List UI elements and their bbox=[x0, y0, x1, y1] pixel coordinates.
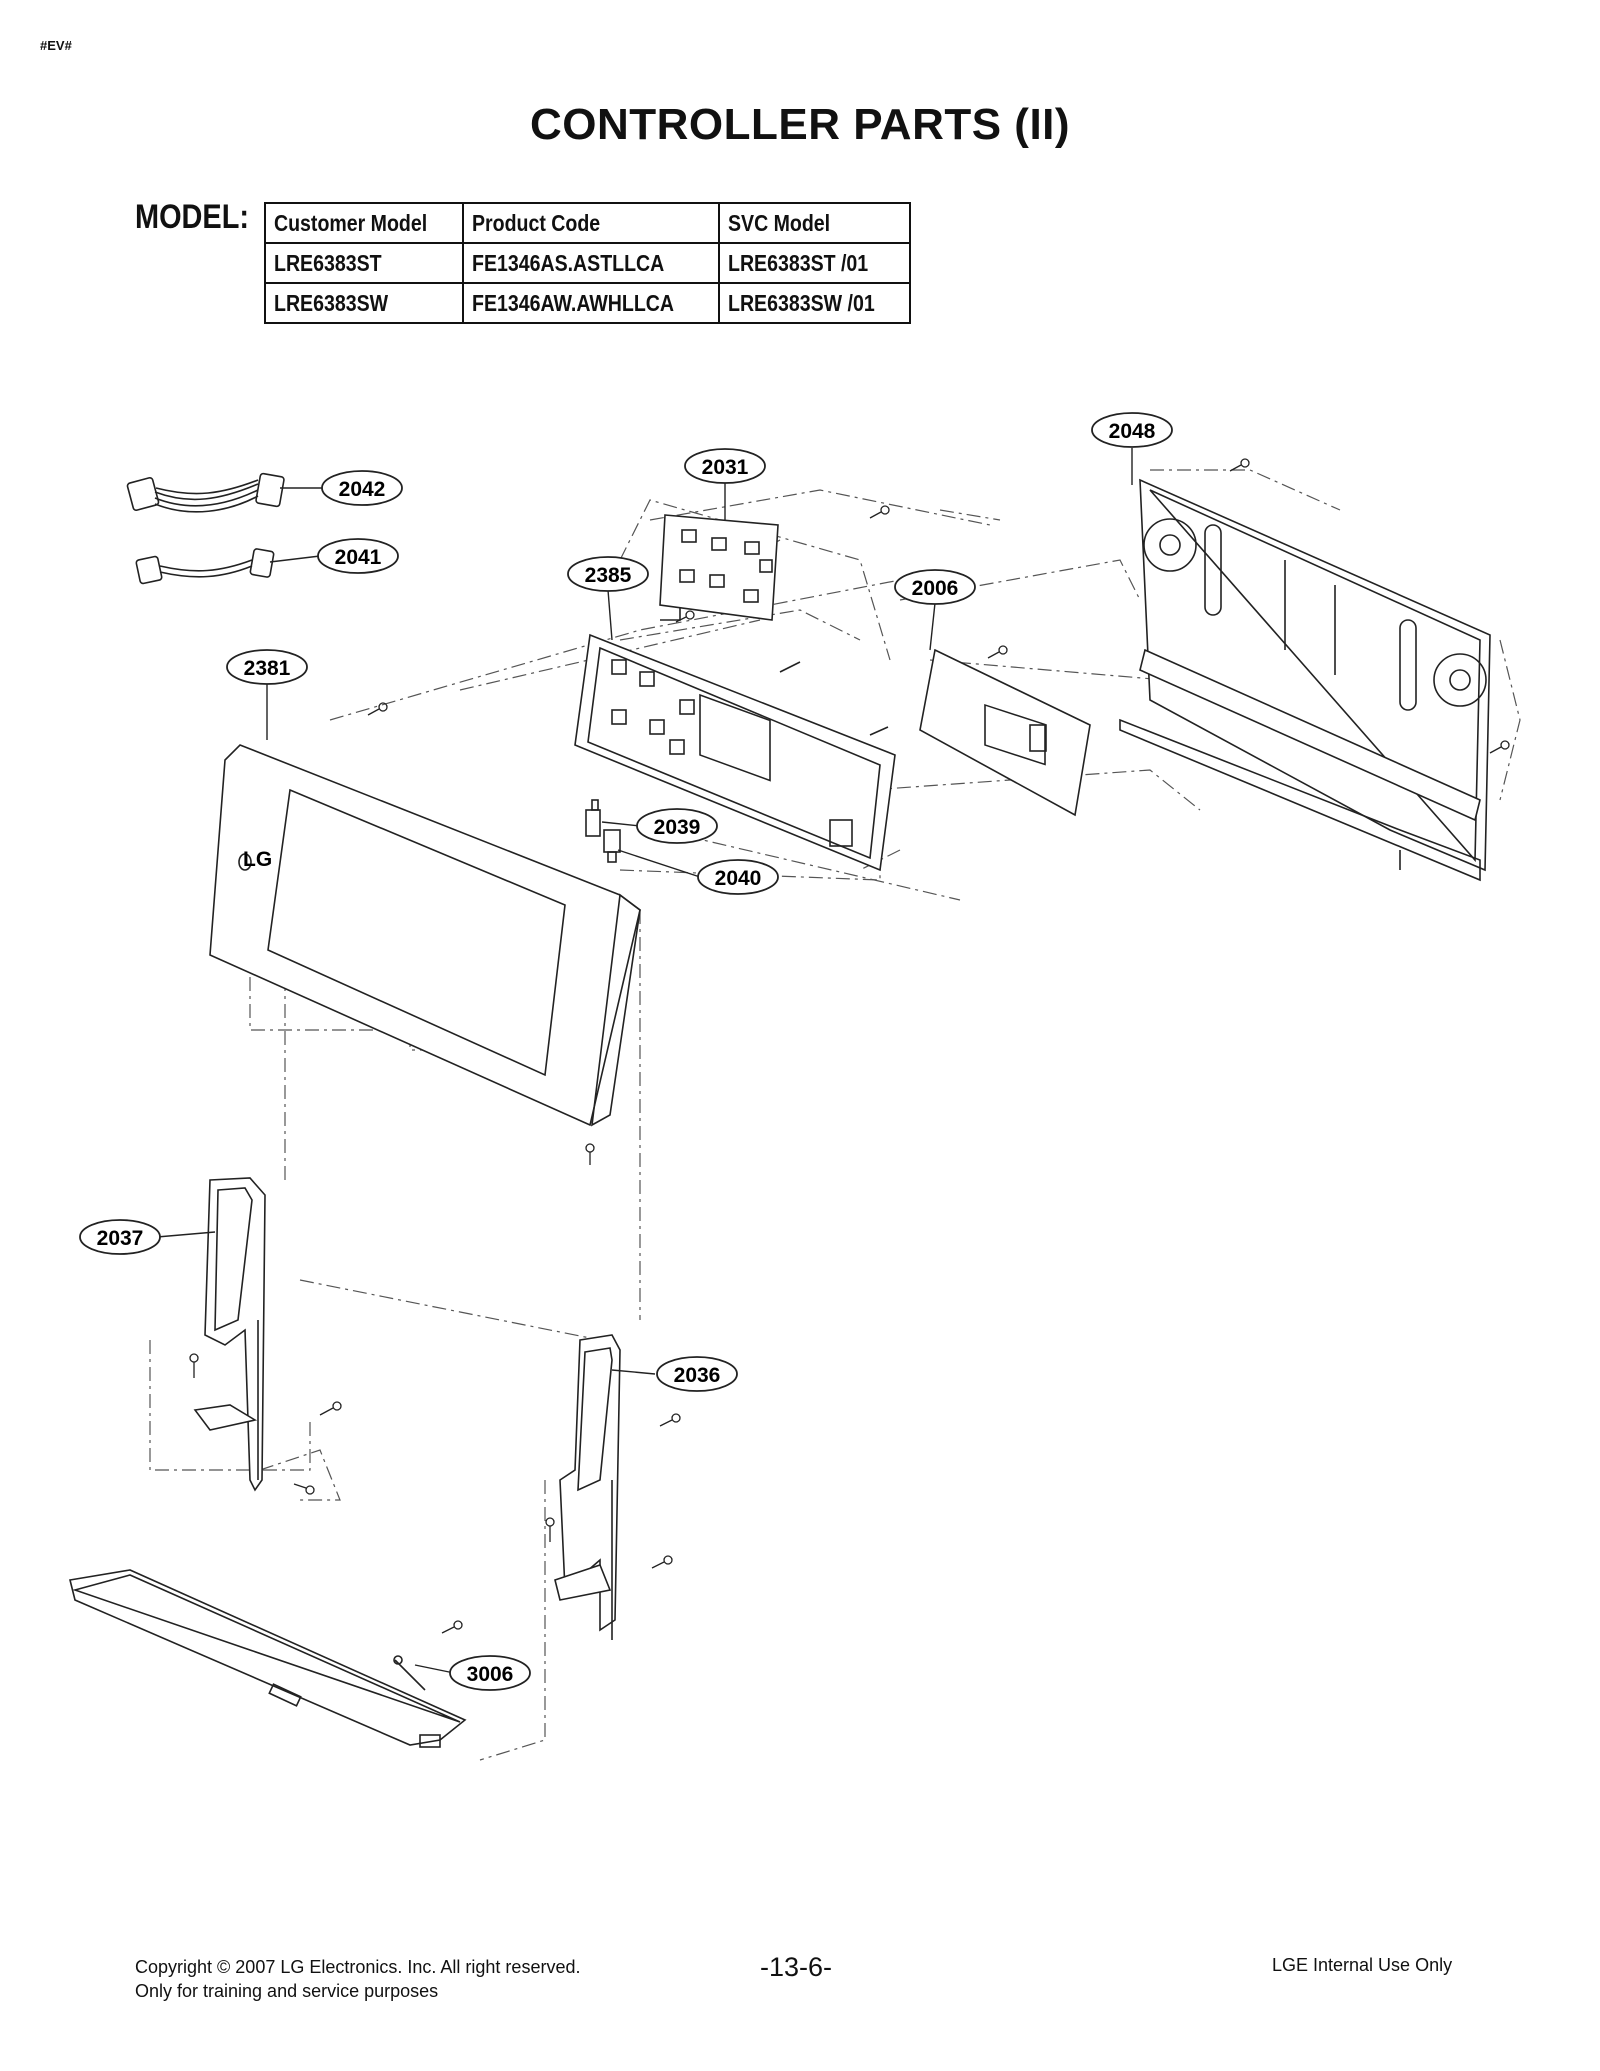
svg-text:2040: 2040 bbox=[715, 867, 762, 890]
table-row: LRE6383ST FE1346AS.ASTLLCA LRE6383ST /01 bbox=[263, 242, 911, 284]
svg-text:2048: 2048 bbox=[1109, 420, 1156, 443]
screw-icon bbox=[869, 505, 890, 519]
front-panel-2381 bbox=[209, 744, 641, 1127]
switch-2040 bbox=[603, 829, 621, 863]
screw-icon bbox=[319, 1401, 342, 1416]
back-bracket-2048 bbox=[1119, 478, 1491, 882]
screw-icon bbox=[659, 1413, 681, 1427]
screw-icon bbox=[1489, 740, 1510, 754]
table-cell: LRE6383ST bbox=[263, 242, 465, 284]
display-pcb-2006 bbox=[919, 648, 1091, 817]
callout-2006: 2006 bbox=[894, 569, 976, 605]
callout-2036: 2036 bbox=[656, 1356, 738, 1392]
table-row: LRE6383SW FE1346AW.AWHLLCA LRE6383SW /01 bbox=[263, 282, 911, 324]
table-cell: LRE6383ST /01 bbox=[717, 242, 911, 284]
callout-2381: 2381 bbox=[226, 649, 308, 685]
screw-icon bbox=[987, 645, 1008, 659]
screw-icons bbox=[189, 458, 1510, 1634]
svg-text:2006: 2006 bbox=[912, 577, 959, 600]
svg-text:2031: 2031 bbox=[702, 456, 749, 479]
table-cell: FE1346AS.ASTLLCA bbox=[462, 242, 720, 284]
side-bracket-2037 bbox=[193, 1177, 266, 1492]
screw-icon bbox=[367, 702, 388, 716]
svg-text:2036: 2036 bbox=[674, 1364, 721, 1387]
copyright-text: Copyright © 2007 LG Electronics. Inc. Al… bbox=[135, 1957, 581, 1977]
table-cell: LRE6383SW /01 bbox=[717, 282, 911, 324]
screw-icon bbox=[585, 1143, 595, 1165]
wire-harness-2041 bbox=[135, 548, 275, 585]
table-cell: LRE6383SW bbox=[263, 282, 465, 324]
screw-icon bbox=[1229, 458, 1250, 472]
callout-2039: 2039 bbox=[636, 808, 718, 844]
header-customer-model: Customer Model bbox=[263, 202, 465, 244]
callout-2042: 2042 bbox=[321, 470, 403, 506]
callout-2041: 2041 bbox=[317, 538, 399, 574]
footer-copyright: Copyright © 2007 LG Electronics. Inc. Al… bbox=[135, 1955, 580, 2003]
model-label: MODEL: bbox=[135, 198, 249, 236]
svg-text:2039: 2039 bbox=[654, 816, 701, 839]
callout-2048: 2048 bbox=[1091, 412, 1173, 448]
header-svc-model: SVC Model bbox=[717, 202, 911, 244]
internal-use-note: LGE Internal Use Only bbox=[1272, 1955, 1453, 1975]
callout-2037: 2037 bbox=[79, 1219, 161, 1255]
screw-icon bbox=[189, 1353, 199, 1378]
screw-icon bbox=[675, 610, 695, 623]
svg-text:3006: 3006 bbox=[467, 1663, 514, 1686]
callout-2040: 2040 bbox=[697, 859, 779, 895]
header-tag: #EV# bbox=[40, 38, 72, 53]
control-pcb-2031 bbox=[659, 514, 779, 621]
svg-text:2037: 2037 bbox=[97, 1227, 144, 1250]
model-table: Customer Model Product Code SVC Model LR… bbox=[263, 202, 911, 324]
leader-lines bbox=[156, 448, 1133, 1674]
screw-icon bbox=[545, 1517, 555, 1542]
side-bracket-2036 bbox=[554, 1334, 621, 1640]
switch-2039 bbox=[585, 799, 601, 837]
wire-harness-2042 bbox=[126, 472, 285, 513]
callout-2031: 2031 bbox=[684, 448, 766, 484]
screw-icon bbox=[651, 1555, 673, 1569]
svg-text:2381: 2381 bbox=[244, 657, 291, 680]
table-cell: FE1346AW.AWHLLCA bbox=[462, 282, 720, 324]
svg-text:2042: 2042 bbox=[339, 478, 386, 501]
table-header-row: Customer Model Product Code SVC Model bbox=[263, 202, 911, 244]
svg-text:2041: 2041 bbox=[335, 546, 382, 569]
screw-icon bbox=[441, 1620, 463, 1634]
callout-3006: 3006 bbox=[449, 1655, 531, 1691]
screw-icon bbox=[293, 1483, 315, 1495]
page-title: CONTROLLER PARTS (II) bbox=[529, 100, 1071, 149]
control-frame-2385 bbox=[574, 608, 896, 872]
training-text: Only for training and service purposes bbox=[135, 1981, 439, 2001]
header-product-code: Product Code bbox=[462, 202, 720, 244]
svg-text:2385: 2385 bbox=[585, 564, 632, 587]
panel-logo: LG bbox=[243, 848, 272, 871]
callout-2385: 2385 bbox=[567, 556, 649, 592]
page-number: -13-6- bbox=[760, 1952, 833, 1982]
bottom-trim-3006 bbox=[69, 1569, 467, 1748]
